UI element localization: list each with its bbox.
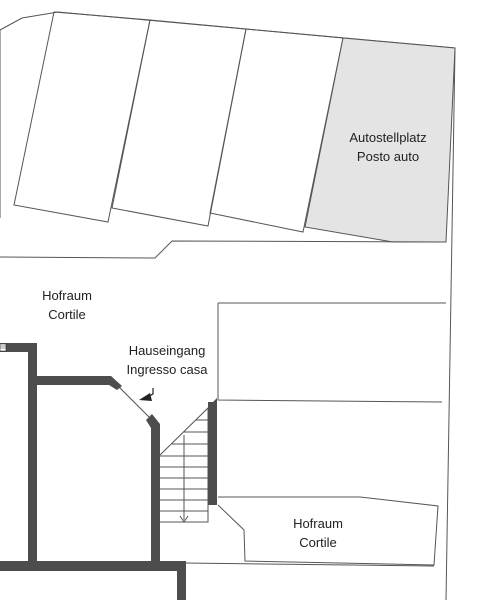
courtyard-label-bottom: Hofraum Cortile (273, 514, 363, 552)
entrance-door (117, 385, 151, 419)
courtyard-label-bottom-line1: Hofraum (293, 516, 343, 531)
parking-label-line1: Autostellplatz (349, 130, 427, 145)
building-walls (0, 343, 217, 600)
parking-bay-3 (209, 28, 344, 233)
entrance-label-line1: Hauseingang (128, 343, 206, 358)
parking-label: Autostellplatz Posto auto (333, 128, 443, 166)
entrance-label-line2: Ingresso casa (126, 362, 208, 377)
parking-label-line2: Posto auto (356, 149, 420, 164)
wall-marker (0, 343, 7, 352)
building-outline-right (184, 302, 446, 567)
courtyard-boundary (0, 240, 447, 259)
staircase (159, 406, 209, 523)
courtyard-label-bottom-line2: Cortile (299, 535, 337, 550)
courtyard-label-top: Hofraum Cortile (22, 286, 112, 324)
courtyard-label-top-line2: Cortile (48, 307, 86, 322)
entrance-label: Hauseingang Ingresso casa (112, 341, 222, 379)
entrance-arrow-icon (139, 388, 154, 401)
courtyard-label-top-line1: Hofraum (42, 288, 92, 303)
parking-bay-2 (111, 19, 247, 227)
parking-bay-1 (13, 11, 151, 223)
